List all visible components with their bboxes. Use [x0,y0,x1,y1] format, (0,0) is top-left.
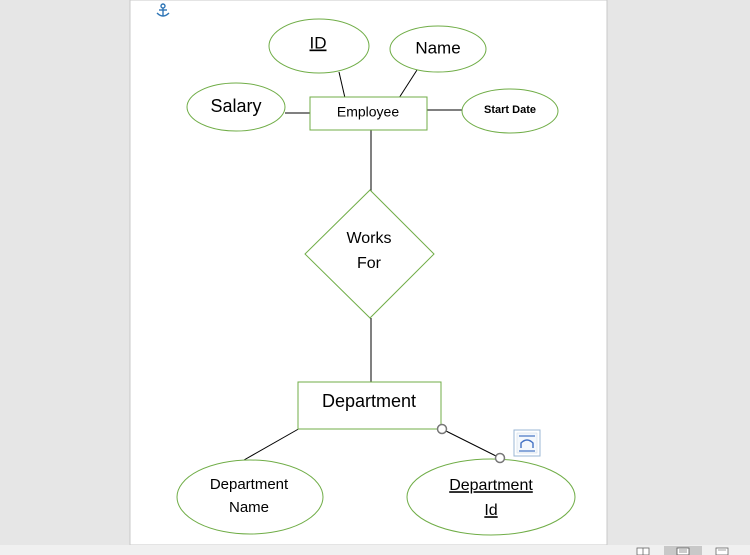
works-for-label-line2: For [357,255,382,272]
department-id-label-line2: Id [484,502,497,519]
id-attribute-label: ID [310,33,327,52]
anchor-icon[interactable] [156,3,170,17]
web-layout-icon[interactable] [715,547,729,555]
read-mode-icon[interactable] [636,547,650,555]
connector-id-employee [338,71,346,99]
connector-name-employee [398,69,418,99]
print-layout-icon[interactable] [664,546,702,555]
salary-attribute [186,82,286,132]
name-attribute-label: Name [415,38,460,57]
department-name-label-line2: Name [229,499,269,516]
start-date-attribute-label: Start Date [484,104,536,116]
connector-department-deptname [243,426,303,461]
status-bar [0,545,750,555]
works-for-label-line1: Works [346,230,391,247]
department-entity-label: Department [322,391,416,411]
connector-start-handle[interactable] [436,423,448,435]
layout-options-icon[interactable] [513,429,541,457]
salary-attribute-label: Salary [210,96,261,116]
department-id-attribute [406,458,576,536]
start-date-attribute [461,88,559,134]
department-entity [297,381,442,430]
employee-entity [309,96,428,131]
id-attribute [268,18,370,74]
name-attribute [389,25,487,73]
works-for-relationship [304,189,435,319]
connector-end-handle[interactable] [494,452,506,464]
employee-entity-label: Employee [337,104,399,120]
department-name-attribute [176,459,324,535]
connector-department-deptid[interactable] [441,428,501,459]
department-id-label-line1: Department [449,477,533,494]
department-name-label-line1: Department [210,476,289,493]
